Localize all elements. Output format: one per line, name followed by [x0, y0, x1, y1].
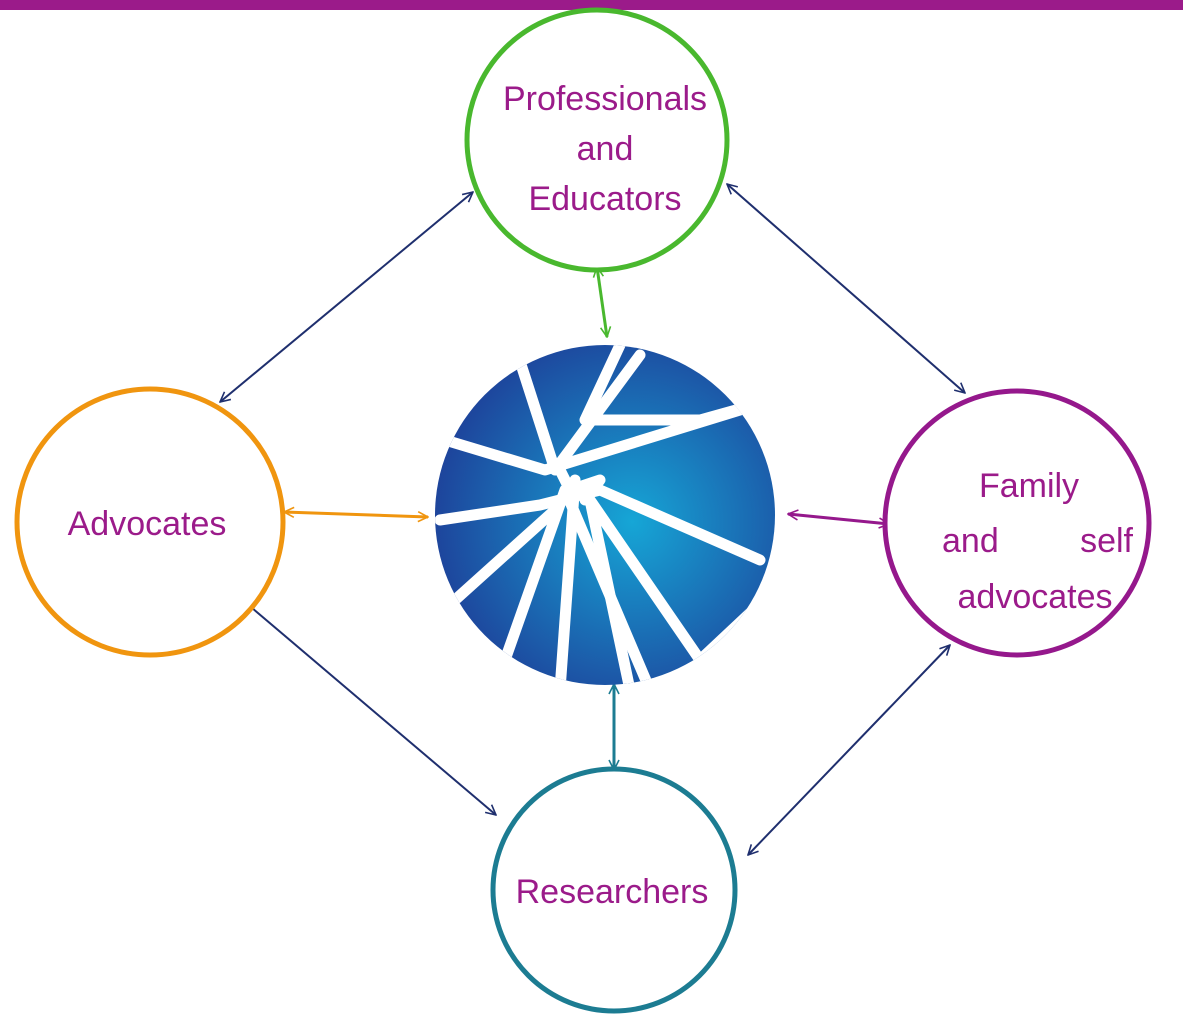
connector-professionals-advocates: [220, 192, 473, 402]
professionals-node-label: Professionals and Educators: [503, 80, 707, 218]
professionals-label-line-1: Professionals: [503, 80, 707, 118]
advocates-node-label: Advocates: [68, 505, 227, 543]
researchers-node-label: Researchers: [516, 873, 709, 911]
advocates-label-line-1: Advocates: [68, 505, 227, 543]
connector-professionals-hub: [597, 267, 607, 337]
hub-logo: [435, 345, 775, 685]
hub-star-lines: [435, 345, 775, 685]
outer-connectors: [220, 184, 965, 855]
family-label-line-2-a: and: [942, 522, 999, 560]
family-label-line-1: Family: [979, 467, 1079, 505]
researchers-label-line-1: Researchers: [516, 873, 709, 911]
advocates-node-circle: [14, 386, 286, 658]
connector-family-researchers: [748, 645, 950, 855]
connector-advocates-hub: [284, 512, 428, 517]
family-node-label: Family and self advocates: [942, 467, 1134, 616]
hub-connectors: [284, 267, 889, 770]
family-node-circle: [882, 388, 1152, 658]
connector-family-hub: [788, 514, 889, 524]
connector-professionals-family: [727, 184, 965, 393]
family-label-line-2-b: self: [1080, 522, 1133, 560]
top-accent-bar: [0, 0, 1183, 10]
professionals-node-circle: [464, 7, 730, 273]
professionals-label-line-3: Educators: [528, 180, 681, 218]
professionals-label-line-2: and: [577, 130, 634, 168]
researchers-node-circle: [490, 766, 738, 1014]
family-label-line-3: advocates: [958, 578, 1113, 616]
connector-advocates-researchers: [245, 602, 496, 815]
